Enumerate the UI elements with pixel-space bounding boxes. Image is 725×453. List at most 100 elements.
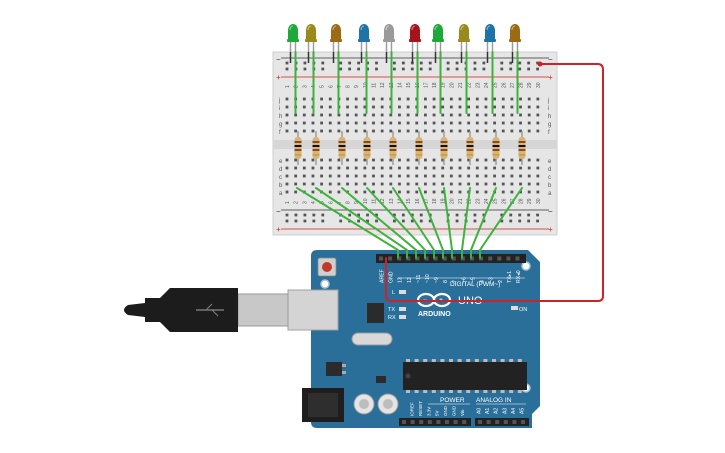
grid-hole: [302, 158, 306, 162]
resistor-band-tol: [492, 154, 500, 156]
capacitor-left-top: [359, 399, 369, 409]
chip-pin-top: [483, 359, 488, 362]
grid-hole: [501, 158, 505, 162]
digital-pin-socket: [379, 256, 383, 261]
grid-hole: [458, 105, 462, 109]
row-letter-left: i: [279, 106, 280, 112]
led-highlight: [434, 25, 439, 31]
rail-hole: [285, 213, 289, 217]
usb-interface-chip: [367, 303, 384, 323]
grid-hole: [389, 158, 393, 162]
grid-hole: [475, 190, 479, 194]
grid-hole: [406, 129, 410, 133]
rail-hole: [357, 219, 360, 223]
grid-hole: [380, 105, 384, 109]
power-pin-label: IOREF: [410, 402, 415, 416]
column-number-bottom: 4: [311, 201, 317, 204]
grid-hole: [372, 166, 375, 170]
wire-row-to-arduino-pin: [366, 187, 426, 259]
grid-hole: [363, 121, 367, 125]
grid-hole: [424, 190, 427, 194]
resistor-band-3: [389, 149, 397, 151]
grid-hole: [536, 105, 540, 109]
grid-hole: [493, 97, 496, 101]
regulator-pin: [342, 371, 346, 374]
digital-pin-label: 7: [452, 280, 458, 283]
grid-hole: [328, 97, 332, 101]
grid-hole: [424, 121, 427, 125]
resistor-band-1: [466, 141, 474, 143]
grid-hole: [424, 113, 427, 117]
grid-hole: [302, 113, 306, 117]
resistor-band-2: [492, 145, 500, 147]
rail-hole: [321, 213, 325, 217]
column-number-bottom: 29: [527, 198, 533, 204]
rail-hole: [536, 61, 539, 65]
grid-hole: [346, 97, 349, 101]
digital-pin-label: AREF: [380, 269, 386, 283]
row-letter-right: f: [548, 130, 550, 136]
digital-pin-label: ~3: [489, 277, 495, 283]
column-number-top: 12: [380, 82, 386, 88]
resistor: [363, 131, 371, 165]
analog-pin-socket: [503, 420, 508, 424]
power-pin-socket: [427, 420, 432, 424]
rail-hole: [357, 213, 360, 217]
column-number-bottom: 1: [285, 201, 291, 204]
led-highlight: [289, 25, 294, 31]
grid-hole: [398, 166, 401, 170]
digital-pin-label: 2: [498, 280, 504, 283]
grid-hole: [363, 166, 367, 170]
grid-hole: [294, 174, 298, 178]
rail-hole: [294, 219, 298, 223]
rx-led-label: RX: [388, 315, 396, 321]
digital-pin-label: ~5: [471, 277, 477, 283]
led-highlight: [307, 25, 312, 31]
grid-hole: [311, 182, 315, 186]
resistor-band-tol: [415, 154, 423, 156]
column-number-top: 29: [527, 82, 533, 88]
grid-hole: [458, 174, 462, 178]
usb-cable: [124, 288, 339, 332]
rail-hole: [285, 61, 289, 65]
wires: [289, 51, 604, 302]
grid-hole: [302, 105, 306, 109]
power-label: POWER: [440, 397, 465, 404]
grid-hole: [501, 97, 505, 101]
row-letter-left: b: [279, 183, 283, 189]
grid-hole: [380, 190, 384, 194]
grid-hole: [372, 182, 375, 186]
grid-hole: [285, 129, 289, 133]
grid-hole: [354, 182, 358, 186]
breadboard: −+−+−+−+jjiihhggffeeddccbbaa112233445566…: [272, 51, 558, 236]
column-number-bottom: 7: [337, 201, 343, 204]
capacitor-right-top: [383, 399, 393, 409]
grid-hole: [527, 97, 531, 101]
digital-pin-socket: [497, 256, 502, 261]
chip-pin-top: [474, 359, 479, 362]
chip-notch: [405, 373, 411, 379]
grid-hole: [415, 158, 419, 162]
resistor-band-tol: [312, 154, 320, 156]
digital-pin-label: ~9: [434, 277, 440, 283]
grid-hole: [285, 174, 289, 178]
grid-hole: [458, 190, 462, 194]
grid-hole: [424, 174, 427, 178]
resistor-band-2: [466, 145, 474, 147]
grid-hole: [493, 129, 496, 133]
column-number-top: 3: [302, 85, 308, 88]
row-letter-right: e: [548, 159, 552, 165]
grid-hole: [363, 113, 367, 117]
grid-hole: [380, 121, 384, 125]
resistor-band-tol: [363, 154, 371, 156]
chip-pin-top: [500, 359, 505, 362]
grid-hole: [441, 129, 445, 133]
grid-hole: [536, 129, 540, 133]
column-number-bottom: 2: [294, 201, 300, 204]
tx-led: [399, 307, 406, 311]
resistor-band-2: [363, 145, 371, 147]
grid-hole: [328, 182, 332, 186]
grid-hole: [320, 174, 323, 178]
